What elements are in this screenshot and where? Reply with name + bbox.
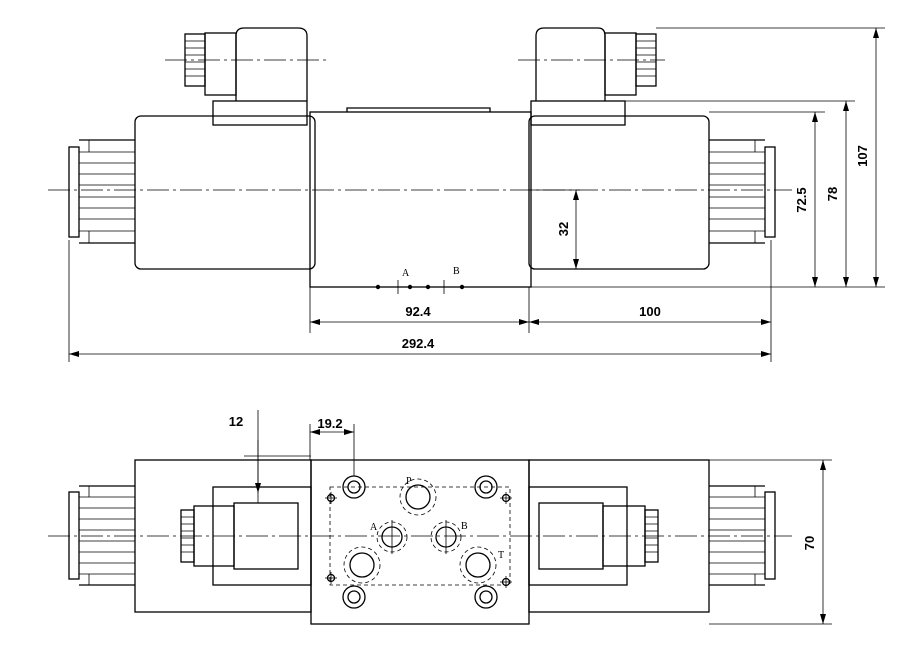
- dim-100: 100: [639, 304, 661, 319]
- port-markers-front: A B: [375, 266, 465, 294]
- dim-70: 70: [802, 536, 817, 550]
- left-knob: [68, 139, 135, 244]
- dim-107: 107: [855, 145, 870, 167]
- plan-view: P A B T 12 19.2 70: [48, 410, 832, 625]
- dim-32: 32: [556, 222, 571, 236]
- right-knob: [709, 139, 776, 244]
- port-label-b-front: B: [453, 266, 460, 277]
- extension-lines-plan: [244, 410, 832, 625]
- dim-292-4: 292.4: [402, 336, 435, 351]
- port-label-t: T: [498, 550, 504, 561]
- dim-19-2: 19.2: [317, 416, 342, 431]
- nameplate: [346, 107, 491, 112]
- dim-12: 12: [229, 414, 243, 429]
- left-solenoid-coil: [134, 115, 316, 270]
- extension-lines-front: [68, 27, 885, 362]
- left-connector: [184, 27, 308, 126]
- plan-right-knob: [709, 485, 776, 586]
- dim-78: 78: [825, 187, 840, 201]
- valve-body: [309, 111, 532, 288]
- right-solenoid-coil: [528, 115, 710, 270]
- dim-72-5: 72.5: [794, 187, 809, 212]
- port-label-p: P: [406, 476, 412, 487]
- port-label-a-plan: A: [370, 522, 378, 533]
- dim-92-4: 92.4: [405, 304, 431, 319]
- port-label-b-plan: B: [461, 521, 468, 532]
- mounting-pattern: P A B T: [325, 475, 512, 609]
- port-label-a-front: A: [402, 268, 410, 279]
- plan-left-knob: [68, 485, 135, 586]
- right-connector: [530, 27, 657, 126]
- front-view: A B 92.4 100 292.4 32 72.5 78 107: [48, 27, 885, 362]
